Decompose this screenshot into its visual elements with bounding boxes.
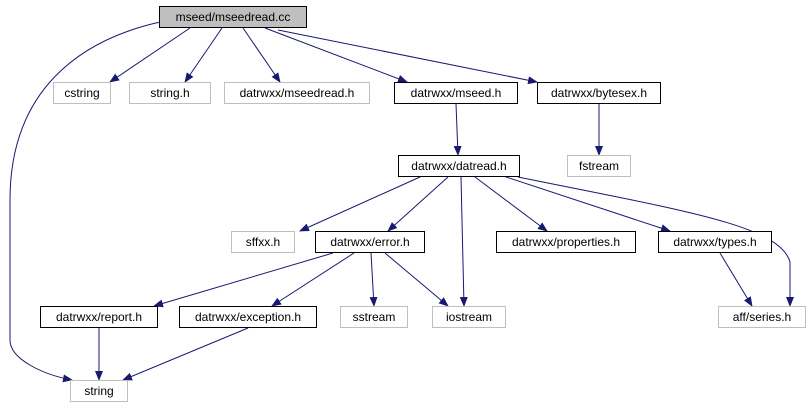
edge-datread-h-to-types-h bbox=[505, 176, 671, 232]
edge-root-to-datrwxx-mseedread-h bbox=[242, 27, 281, 83]
node-datrwxx-exception-h[interactable]: datrwxx/exception.h bbox=[179, 306, 317, 328]
edge-root-to-string bbox=[9, 21, 161, 383]
edge-types-h-to-aff-series-h bbox=[719, 252, 753, 307]
edge-exception-h-to-string bbox=[122, 327, 249, 381]
node-root-mseedread-cc[interactable]: mseed/mseedread.cc bbox=[159, 6, 307, 28]
node-datrwxx-properties-h[interactable]: datrwxx/properties.h bbox=[496, 231, 636, 253]
node-sffxx-h: sffxx.h bbox=[231, 231, 295, 253]
edge-datread-h-to-properties-h bbox=[474, 176, 548, 232]
node-sstream: sstream bbox=[340, 306, 408, 328]
edge-mseed-h-to-datread-h bbox=[453, 103, 462, 156]
node-datrwxx-mseedread-h: datrwxx/mseedread.h bbox=[224, 82, 370, 104]
edge-error-h-to-report-h bbox=[153, 252, 334, 308]
edge-root-to-datrwxx-bytesex-h bbox=[277, 29, 538, 85]
edge-datread-h-to-sffxx-h bbox=[299, 176, 421, 232]
node-cstring: cstring bbox=[53, 82, 111, 104]
edge-error-h-to-sstream bbox=[369, 252, 378, 307]
node-datrwxx-types-h[interactable]: datrwxx/types.h bbox=[658, 231, 772, 253]
edge-root-to-cstring bbox=[109, 27, 191, 83]
node-datrwxx-mseed-h[interactable]: datrwxx/mseed.h bbox=[394, 82, 518, 104]
edge-root-to-datrwxx-mseed-h bbox=[264, 27, 408, 83]
node-aff-series-h: aff/series.h bbox=[718, 306, 806, 328]
edge-error-h-to-exception-h bbox=[271, 252, 355, 307]
edge-root-to-string-h bbox=[184, 27, 223, 83]
edge-datread-h-to-error-h bbox=[387, 176, 449, 232]
node-string-h: string.h bbox=[129, 82, 211, 104]
node-datrwxx-bytesex-h[interactable]: datrwxx/bytesex.h bbox=[537, 82, 661, 104]
node-iostream: iostream bbox=[432, 306, 506, 328]
node-datrwxx-error-h[interactable]: datrwxx/error.h bbox=[315, 231, 425, 253]
edge-datread-h-to-aff-series-h bbox=[517, 176, 794, 307]
node-string: string bbox=[70, 380, 128, 402]
node-datrwxx-report-h[interactable]: datrwxx/report.h bbox=[40, 306, 158, 328]
edge-datread-h-to-iostream bbox=[459, 176, 468, 307]
node-fstream: fstream bbox=[567, 155, 631, 177]
node-datrwxx-datread-h[interactable]: datrwxx/datread.h bbox=[398, 155, 520, 177]
edge-error-h-to-iostream bbox=[384, 252, 449, 307]
